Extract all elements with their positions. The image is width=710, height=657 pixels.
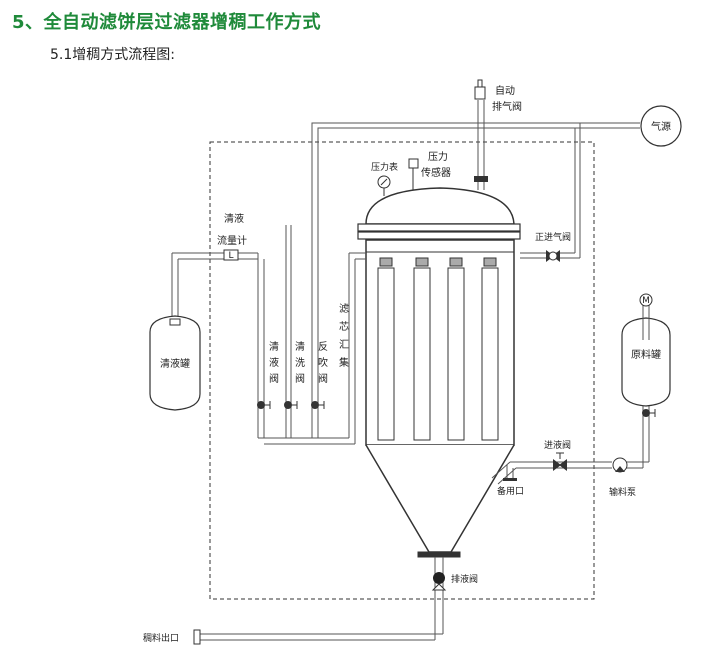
feed-pump: 输料泵 xyxy=(609,457,636,498)
clear-flowmeter-label-1: 清液 xyxy=(224,212,244,225)
raw-tank: M 原料罐 xyxy=(621,293,671,407)
wash-valve-char-3: 阀 xyxy=(295,372,305,385)
clear-valve-char-3: 阀 xyxy=(269,372,279,385)
clear-flowmeter: L 清液 流量计 xyxy=(217,212,247,261)
filter-manifold-char-3: 汇 xyxy=(339,338,349,351)
clear-valve: 清 液 阀 xyxy=(257,340,279,409)
filter-elements xyxy=(377,257,499,441)
raw-tank-valve xyxy=(642,409,656,417)
backflush-valve-char-2: 吹 xyxy=(318,356,328,369)
clear-flowmeter-label-2: 流量计 xyxy=(217,234,247,247)
drain-piping xyxy=(200,557,444,641)
clear-liquid-piping xyxy=(171,225,366,445)
wash-valve-char-2: 洗 xyxy=(295,357,305,369)
flowmeter-mark: L xyxy=(228,251,233,261)
section-heading: 5、全自动滤饼层过滤器增稠工作方式 xyxy=(12,12,322,33)
feed-pump-label: 输料泵 xyxy=(609,486,636,498)
spare-port: 备用口 xyxy=(497,478,524,497)
backflush-valve-char-3: 阀 xyxy=(318,372,328,385)
filter-manifold-label: 滤 芯 汇 集 xyxy=(339,302,349,369)
filter-manifold-char-4: 集 xyxy=(339,356,349,369)
backflush-valve-char-1: 反 xyxy=(318,341,328,353)
backflush-valve: 反 吹 阀 xyxy=(311,341,328,409)
pressure-sensor-label-1: 压力 xyxy=(428,150,448,163)
inlet-valve-label: 进液阀 xyxy=(544,439,571,451)
spare-port-label: 备用口 xyxy=(497,485,524,497)
pressure-gauge: 压力表 xyxy=(371,161,398,196)
thick-outlet: 稠料出口 xyxy=(143,629,201,645)
filter-manifold-char-2: 芯 xyxy=(339,320,349,333)
clear-tank: 清液罐 xyxy=(149,315,201,411)
clear-valve-char-1: 清 xyxy=(269,340,279,353)
clear-valve-char-2: 液 xyxy=(269,356,279,369)
pressure-gauge-label: 压力表 xyxy=(371,161,398,173)
gas-source: 气源 xyxy=(640,105,682,147)
pressure-sensor: 压力 传感器 xyxy=(408,150,451,192)
auto-exhaust-label-2: 排气阀 xyxy=(492,100,522,113)
drain-valve: 排液阀 xyxy=(431,572,478,591)
system-boundary xyxy=(209,141,595,600)
auto-exhaust-valve: 自动 排气阀 xyxy=(474,79,522,190)
positive-inlet-label: 正进气阀 xyxy=(535,231,571,243)
motor-mark: M xyxy=(642,296,650,306)
inlet-valve: 进液阀 xyxy=(544,439,571,471)
pressure-sensor-label-2: 传感器 xyxy=(421,166,451,179)
filter-manifold-char-1: 滤 xyxy=(339,302,349,315)
thick-outlet-label: 稠料出口 xyxy=(143,632,179,644)
drain-valve-label: 排液阀 xyxy=(451,573,478,585)
section-subheading: 5.1增稠方式流程图: xyxy=(50,47,175,63)
wash-valve: 清 洗 阀 xyxy=(284,340,305,409)
raw-tank-label: 原料罐 xyxy=(631,348,661,361)
auto-exhaust-label-1: 自动 xyxy=(495,84,515,97)
positive-inlet-valve: 正进气阀 xyxy=(535,231,571,262)
wash-valve-char-1: 清 xyxy=(295,340,305,353)
clear-tank-label: 清液罐 xyxy=(160,357,190,370)
gas-source-label: 气源 xyxy=(651,120,671,133)
